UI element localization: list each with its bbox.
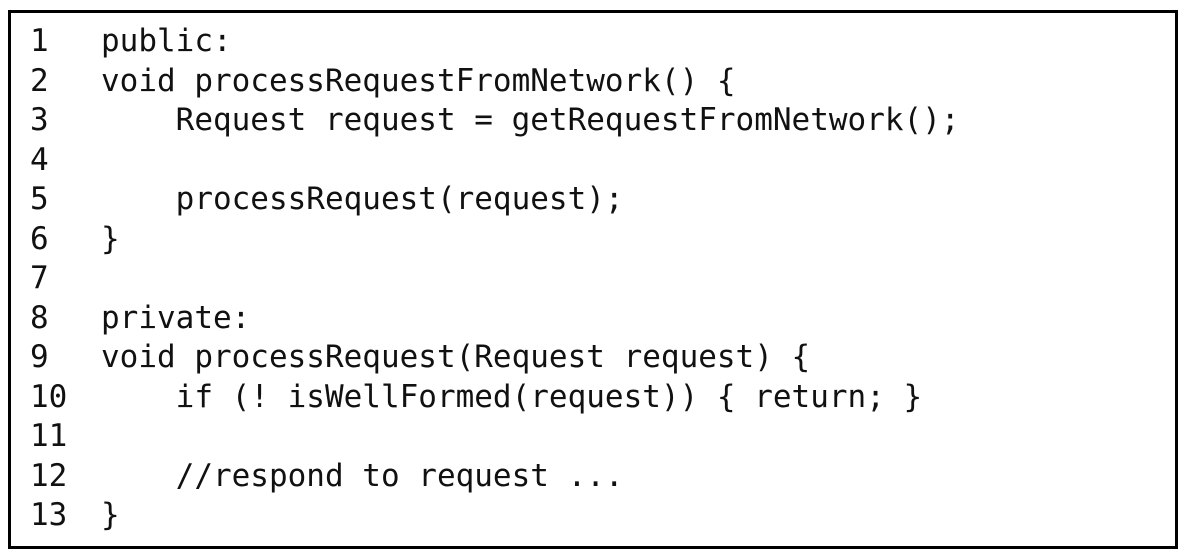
code-line: 7 bbox=[30, 259, 1175, 299]
code-text: Request request = getRequestFromNetwork(… bbox=[101, 102, 960, 138]
line-number: 13 bbox=[30, 497, 68, 533]
line-number: 3 bbox=[30, 102, 49, 138]
code-line: 11 bbox=[30, 417, 1175, 457]
line-number: 8 bbox=[30, 299, 49, 336]
code-line: 13} bbox=[30, 496, 1175, 536]
line-number: 7 bbox=[30, 260, 49, 296]
code-line: 10 if (! isWellFormed(request)) { return… bbox=[30, 378, 1175, 418]
code-box: 1 public: 2 void processRequestFromNetwork(… bbox=[8, 10, 1178, 549]
line-number: 1 bbox=[30, 23, 49, 59]
code-text: processRequest(request); bbox=[101, 181, 624, 217]
code-line: 6} bbox=[30, 220, 1175, 260]
line-number: 11 bbox=[30, 418, 68, 454]
code-line: 4 bbox=[30, 141, 1175, 181]
code-text: private: bbox=[101, 299, 251, 336]
code-line: 9 void processRequest(Request request) { bbox=[30, 338, 1175, 378]
line-number: 9 bbox=[30, 339, 49, 375]
line-number: 4 bbox=[30, 141, 49, 178]
code-line: 8 private: bbox=[30, 299, 1175, 339]
code-line: 2 void processRequestFromNetwork() { bbox=[30, 62, 1175, 102]
code-text: } bbox=[101, 220, 120, 257]
code-text: if (! isWellFormed(request)) { return; } bbox=[101, 378, 923, 415]
code-block: 1 public: 2 void processRequestFromNetwork(… bbox=[11, 13, 1175, 536]
code-line: 12 //respond to request ... bbox=[30, 457, 1175, 497]
line-number: 6 bbox=[30, 220, 49, 257]
line-number: 12 bbox=[30, 457, 68, 494]
code-line: 3 Request request = getRequestFromNetwor… bbox=[30, 101, 1175, 141]
code-text: } bbox=[101, 497, 120, 533]
line-number: 10 bbox=[30, 378, 68, 415]
code-text: public: bbox=[101, 23, 232, 59]
code-line: 5 processRequest(request); bbox=[30, 180, 1175, 220]
code-text: void processRequest(Request request) { bbox=[101, 339, 811, 375]
code-text: //respond to request ... bbox=[101, 457, 624, 494]
code-text: void processRequestFromNetwork() { bbox=[101, 62, 736, 99]
code-line: 1 public: bbox=[30, 22, 1175, 62]
line-number: 2 bbox=[30, 62, 49, 99]
line-number: 5 bbox=[30, 181, 49, 217]
